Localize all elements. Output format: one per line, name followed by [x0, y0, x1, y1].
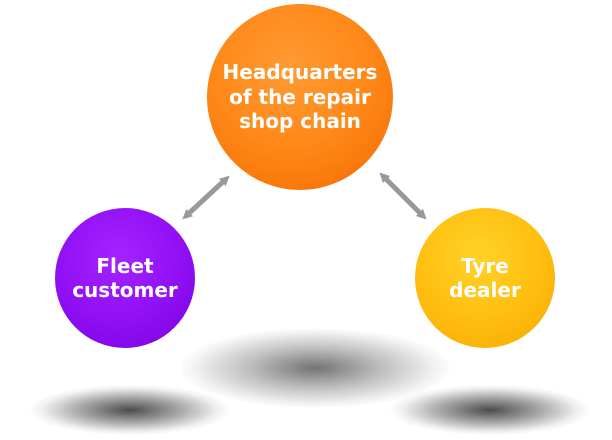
fleet-hq-double-arrow	[182, 175, 230, 220]
hq-label-line-3: shop chain	[239, 109, 361, 134]
tyre-dealer-node: Tyre dealer	[415, 208, 555, 348]
hq-node-shadow	[180, 328, 450, 408]
tyre-label-line-2: dealer	[449, 278, 521, 302]
hq-label-line-1: Headquarters	[222, 60, 378, 85]
fleet-label-line-2: customer	[72, 278, 178, 302]
fleet-customer-node: Fleet customer	[55, 208, 195, 348]
hq-label-line-2: of the repair	[229, 84, 371, 109]
fleet-customer-label: Fleet customer	[72, 254, 178, 303]
hq-tyre-double-arrow	[379, 172, 427, 220]
hq-node: Headquarters of the repair shop chain	[207, 4, 393, 190]
hq-node-label: Headquarters of the repair shop chain	[223, 60, 378, 133]
tyre-label-line-1: Tyre	[461, 253, 509, 278]
fleet-label-line-1: Fleet	[96, 253, 154, 278]
tyre-node-shadow	[390, 385, 590, 435]
fleet-node-shadow	[30, 385, 230, 435]
tyre-dealer-label: Tyre dealer	[449, 254, 521, 303]
